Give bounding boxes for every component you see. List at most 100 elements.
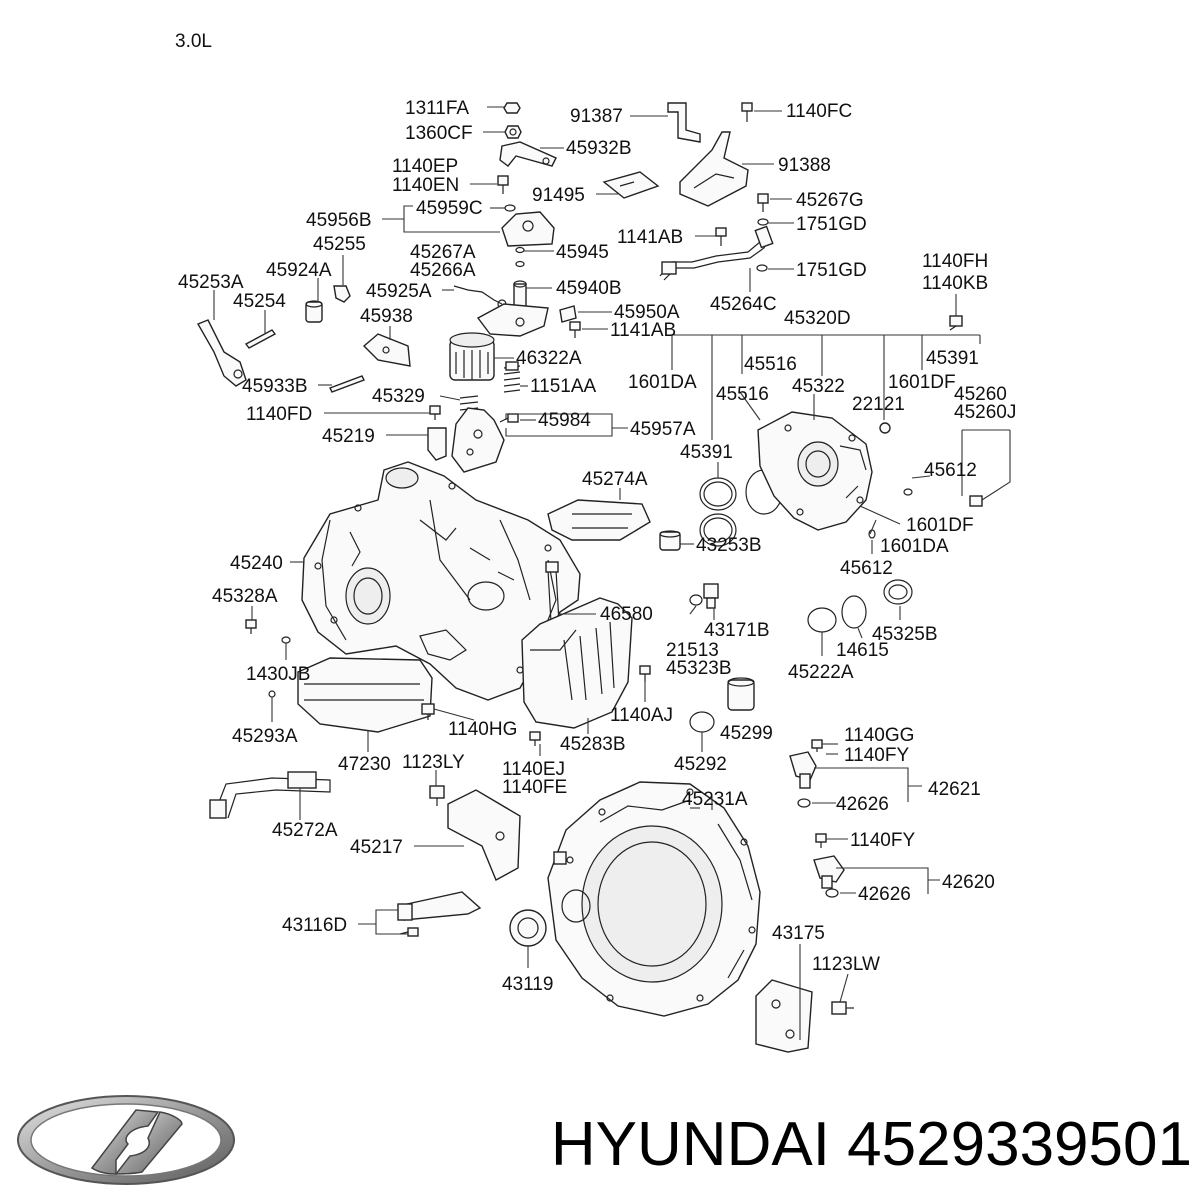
part-label: 45231A (682, 789, 748, 810)
part-label: 43116D (282, 915, 347, 936)
part-label: 45260J (954, 402, 1016, 423)
lever-45932b (499, 141, 557, 167)
part-label: 45956B (306, 210, 372, 231)
bracket-45219 (427, 427, 447, 461)
part-label: 45984 (538, 410, 591, 431)
part-label: 1140EN (392, 175, 459, 196)
seal-43119 (509, 909, 547, 947)
part-label: 42620 (942, 872, 995, 893)
bracket-43175 (755, 979, 813, 1053)
part-label: 43119 (502, 974, 553, 995)
part-label: 1140AJ (610, 705, 673, 726)
part-label: 1751GD (796, 214, 867, 235)
oring-45391-b (699, 513, 737, 547)
oring-1751gd (756, 264, 768, 272)
hyundai-logo-icon (17, 1095, 235, 1185)
part-label: 43253B (696, 535, 762, 556)
plug-43171b (703, 583, 719, 609)
engine-label: 3.0L (175, 31, 212, 52)
part-label: 1141AB (617, 227, 683, 248)
seal-45325b (883, 579, 913, 605)
oring-21513 (689, 594, 703, 606)
part-label: 45329 (372, 386, 425, 407)
part-label: 91388 (778, 155, 831, 176)
part-label: 45217 (350, 837, 403, 858)
bolt-1123ly (429, 785, 445, 806)
part-label: 21513 (666, 640, 719, 661)
part-label: 45323B (666, 658, 732, 679)
part-label: 1140FH (922, 251, 988, 272)
case-45240 (301, 461, 581, 701)
pan-45283b (521, 597, 633, 729)
plate-45957a (451, 407, 505, 473)
part-label: 45299 (720, 723, 773, 744)
part-label: 45612 (840, 558, 893, 579)
part-label: 1123LW (812, 954, 880, 975)
part-label: 42626 (858, 884, 911, 905)
seal-43253b (659, 530, 681, 551)
oring-42626 (797, 798, 811, 808)
sealant-43116d (397, 891, 482, 937)
part-label: 1140GG (844, 725, 914, 746)
bracket-45938 (362, 333, 411, 367)
bolt-1140fd (429, 405, 441, 420)
part-number: 4529339501 (847, 1110, 1192, 1179)
leader-lines (213, 106, 1011, 1040)
cover-45956b (501, 211, 555, 247)
part-label: 1311FA (405, 98, 469, 119)
ring-14615 (841, 595, 867, 629)
part-label: 14615 (836, 640, 889, 661)
pin-45293a (268, 690, 276, 698)
part-label: 1140FY (850, 830, 915, 851)
part-label: 45219 (322, 426, 375, 447)
bolt-1141ab-2 (569, 321, 581, 338)
part-label: 1140FC (786, 101, 852, 122)
spring-45925a (453, 285, 507, 309)
part-label: 45391 (926, 348, 979, 369)
part-label: 1601DF (906, 515, 974, 536)
part-label: 1151AA (530, 376, 597, 397)
bolt-1140gg (811, 739, 823, 752)
bolt-1140en (497, 175, 509, 194)
part-label: 45222A (788, 662, 854, 683)
part-label: 1140FY (844, 745, 909, 766)
part-drawings (196, 102, 983, 1053)
part-label: 45272A (272, 820, 338, 841)
part-label: 43171B (704, 620, 770, 641)
oring-45292 (689, 711, 715, 733)
part-label: 45293A (232, 726, 298, 747)
part-label: 45391 (680, 442, 733, 463)
part-label: 45925A (366, 281, 432, 302)
brand-part-title: HYUNDAI 4529339501 (522, 1103, 1192, 1187)
sleeve-45299 (727, 677, 755, 711)
bolt-1140aj (639, 665, 651, 682)
bracket-91495 (602, 171, 660, 199)
part-label: 45264C (710, 294, 777, 315)
bolt-1140fc (741, 102, 753, 122)
part-label: 1601DA (628, 372, 697, 393)
part-label: 1601DA (880, 536, 949, 557)
part-label: 1140FE (502, 777, 567, 798)
part-label: 45938 (360, 306, 413, 327)
part-label: 45924A (266, 260, 332, 281)
lever-45253a (196, 319, 247, 387)
part-label: 45254 (233, 291, 286, 312)
part-label: 1360CF (405, 123, 473, 144)
part-label: 43175 (772, 923, 825, 944)
part-label: 47230 (338, 754, 391, 775)
clip-45255 (333, 285, 351, 303)
part-label: 45950A (614, 302, 680, 323)
part-label: 45283B (560, 734, 626, 755)
oring-1751gd-top (757, 218, 769, 226)
part-label: 42621 (928, 779, 981, 800)
sensor-42620 (813, 855, 845, 889)
bracket-91388 (679, 131, 749, 207)
part-label: 46322A (516, 348, 582, 369)
part-label: 45292 (674, 754, 727, 775)
bolt-1140fy-2 (815, 833, 827, 848)
part-label: 1140KB (922, 273, 988, 294)
part-label: 1751GD (796, 260, 867, 281)
sensor-42621 (789, 751, 817, 789)
part-label: 1140FD (246, 404, 312, 425)
